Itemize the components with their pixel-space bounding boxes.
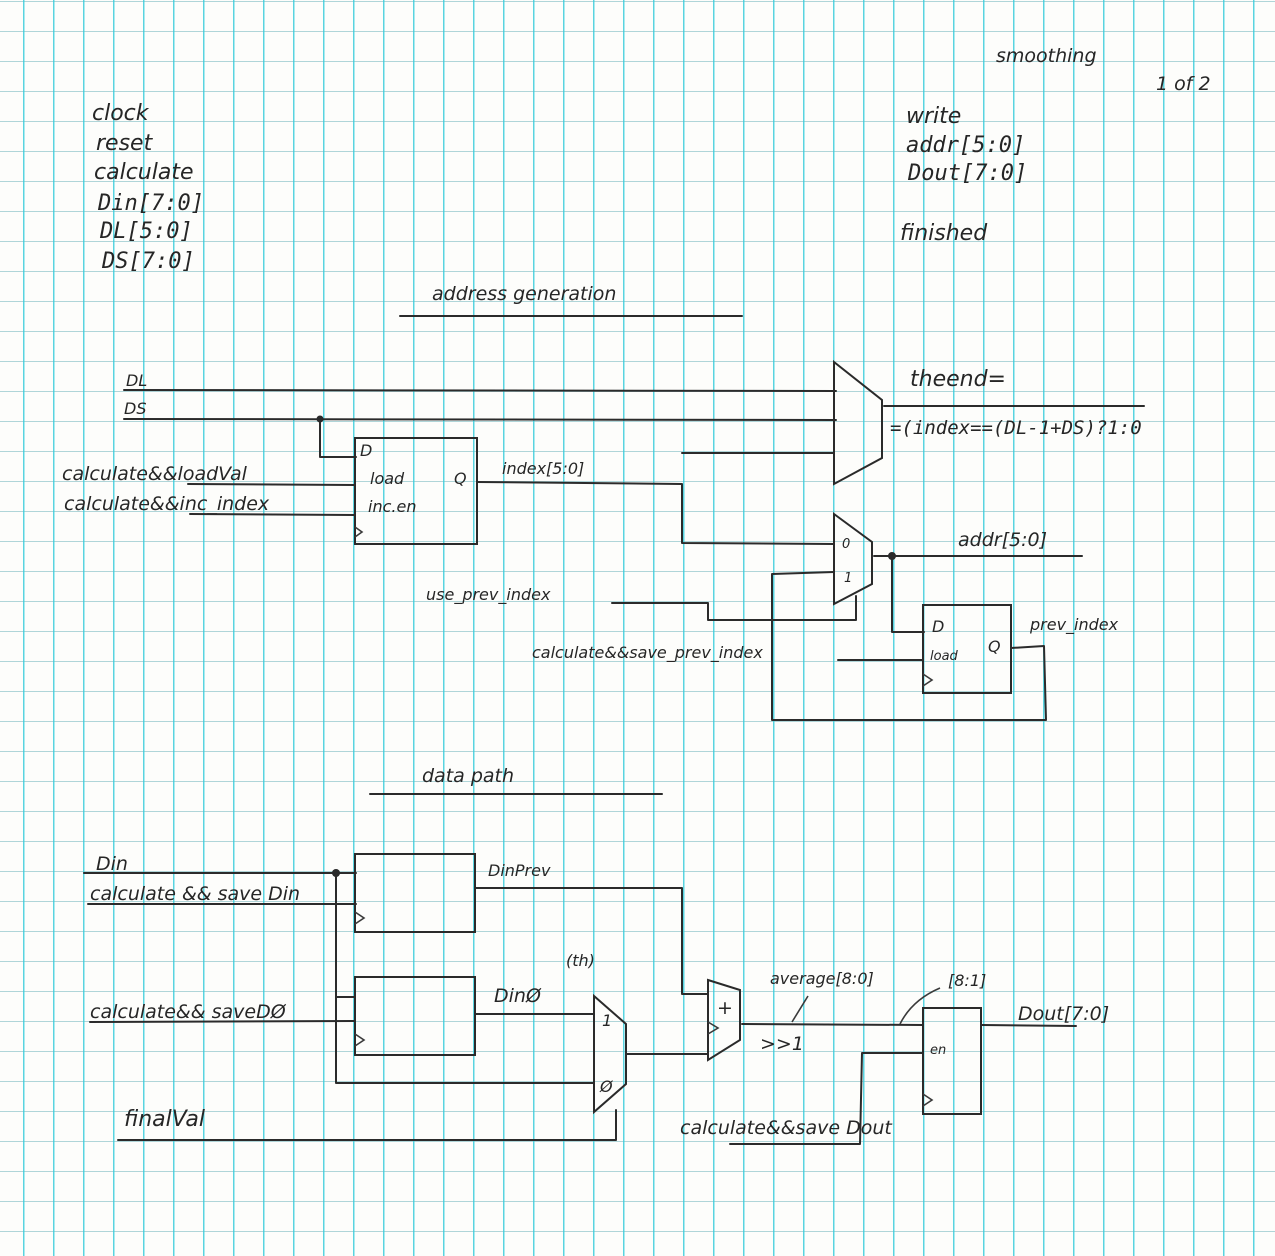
dout-register — [922, 1007, 982, 1115]
comparator-block — [833, 359, 883, 486]
data-mux-in0: Ø — [599, 1077, 613, 1096]
label-shift: >>1 — [760, 1033, 804, 1055]
wire-average — [741, 1023, 924, 1026]
addr-mux-in1: 1 — [844, 571, 852, 586]
addr-mux — [833, 512, 873, 606]
port-clock: clock — [92, 101, 150, 126]
clock-triangle-icon — [922, 673, 934, 687]
wire-addr-to-prev-d — [891, 555, 925, 633]
page-number: 1 of 2 — [1156, 73, 1211, 95]
clock-triangle-icon — [354, 1033, 366, 1047]
wire-index — [476, 481, 835, 545]
label-save-prev-index: calculate&&save_prev_index — [532, 643, 763, 663]
wire-dout — [981, 1024, 1077, 1027]
port-dl: DL[5:0] — [99, 219, 193, 244]
index-register — [354, 437, 478, 545]
label-inc-index: calculate&&inc_index — [64, 493, 270, 515]
theend-label: theend= — [910, 367, 1006, 392]
output-port-list: write addr[5:0] Dout[7:0] finished — [900, 104, 1027, 246]
label-index: index[5:0] — [502, 459, 584, 478]
prev-reg-load: load — [930, 649, 959, 664]
label-prev-index: prev_index — [1029, 615, 1119, 635]
data-mux — [593, 993, 627, 1115]
label-dl: DL — [126, 371, 147, 390]
adder-notch — [707, 1021, 720, 1035]
input-port-list: clock reset calculate Din[7:0] DL[5:0] D… — [92, 101, 204, 274]
port-din: Din[7:0] — [97, 191, 204, 216]
index-reg-q: Q — [454, 469, 467, 488]
label-average: average[8:0] — [770, 969, 874, 988]
label-din0: DinØ — [494, 985, 542, 1007]
label-save-din: calculate && save Din — [90, 883, 300, 905]
din-prev-register — [354, 853, 476, 933]
port-dout: Dout[7:0] — [907, 161, 1027, 186]
label-addr: addr[5:0] — [958, 529, 1047, 551]
wire-load-val — [187, 483, 356, 486]
wire-save-d0 — [89, 1020, 356, 1023]
din0-register — [354, 976, 476, 1056]
label-ds: DS — [124, 399, 146, 418]
index-reg-d: D — [360, 441, 372, 460]
port-calculate: calculate — [94, 160, 193, 185]
label-load-val: calculate&&loadVal — [62, 463, 248, 485]
index-reg-inc-en: inc.en — [368, 497, 416, 516]
port-addr: addr[5:0] — [906, 133, 1025, 158]
port-finished: finished — [900, 221, 988, 246]
data-mux-in1: 1 — [602, 1011, 612, 1030]
addr-mux-in0: 0 — [842, 537, 850, 552]
prev-index-register — [922, 604, 1012, 694]
sheet-title: smoothing — [996, 45, 1097, 67]
theend-expression: =(index==(DL-1+DS)?1:0 — [890, 417, 1142, 439]
address-generation-heading: address generation — [432, 283, 616, 305]
wire-din-prev — [475, 887, 709, 995]
label-final-val: finalVal — [124, 1107, 205, 1132]
index-reg-load: load — [370, 469, 405, 488]
clock-triangle-icon — [354, 526, 364, 538]
adder-op: + — [717, 997, 733, 1019]
wire-ds — [123, 418, 837, 421]
label-din0-superscript: (th) — [566, 951, 595, 970]
label-dout: Dout[7:0] — [1018, 1003, 1109, 1025]
wire-inc-index — [189, 513, 356, 516]
wire-use-prev-index — [611, 595, 857, 621]
label-use-prev-index: use_prev_index — [426, 585, 551, 605]
wire-final-val — [117, 1109, 617, 1141]
adder-block — [707, 978, 741, 1062]
label-slice: [8:1] — [948, 971, 986, 990]
wire-din-to-mux0 — [335, 872, 595, 1084]
average-pointer — [791, 995, 809, 1023]
label-din-prev: DinPrev — [488, 861, 551, 880]
label-save-dout: calculate&&save Dout — [680, 1117, 893, 1139]
label-din: Din — [96, 853, 128, 875]
label-save-d0: calculate&& saveDØ — [90, 1001, 287, 1023]
data-path-heading: data path — [422, 765, 514, 787]
port-ds: DS[7:0] — [101, 249, 195, 274]
wire-dl — [123, 389, 837, 392]
port-write: write — [906, 104, 961, 129]
slice-pointer — [899, 987, 941, 1025]
clock-triangle-icon — [354, 911, 366, 925]
wire-prev-index-feedback — [771, 571, 1047, 721]
wire-save-dout — [729, 1052, 924, 1145]
wire-ds-to-d — [319, 418, 357, 458]
prev-reg-d: D — [932, 617, 944, 636]
port-reset: reset — [96, 131, 154, 156]
dout-reg-en: en — [930, 1043, 946, 1058]
clock-triangle-icon — [922, 1093, 934, 1107]
prev-reg-q: Q — [988, 637, 1001, 656]
